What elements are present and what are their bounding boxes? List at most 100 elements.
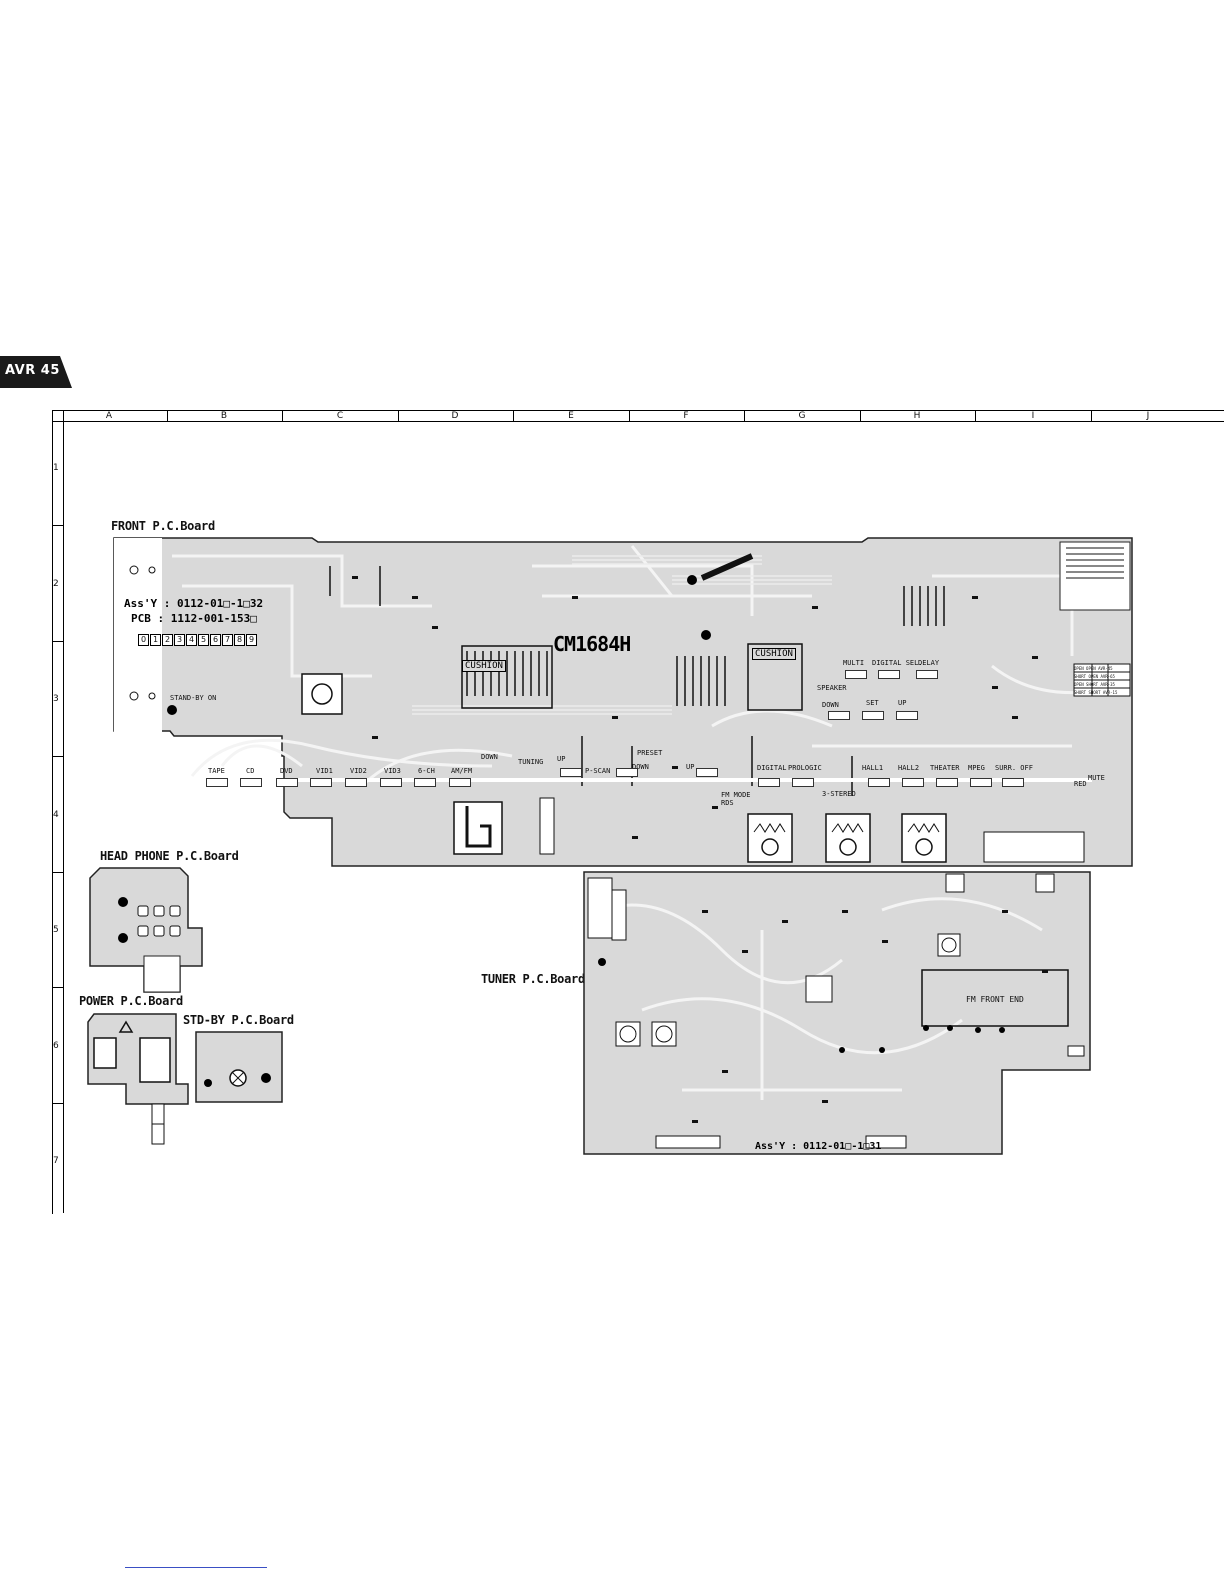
row-label-2: 2 (53, 579, 59, 589)
tuner-board-title: TUNER P.C.Board (481, 972, 585, 986)
headphone-board-outline (89, 867, 203, 993)
down-switch (828, 711, 850, 720)
vid2-switch (345, 778, 367, 787)
surr-off-switch (1002, 778, 1024, 787)
col-label-c: C (336, 411, 344, 421)
delay-switch (916, 670, 938, 679)
col-divider (513, 410, 514, 421)
col-label-i: I (1031, 411, 1035, 421)
standby-on-label: STAND-BY ON (170, 694, 217, 702)
col-divider (975, 410, 976, 421)
btn-label-vid1: VID1 (316, 767, 333, 775)
btn-label-hall1: HALL1 (862, 764, 884, 772)
option-digit: 4 (186, 634, 197, 646)
option-row: OPEN OPEN AVR-45 (1074, 666, 1113, 671)
hall1-switch (868, 778, 890, 787)
btn-label-digital: DIGITAL (757, 764, 787, 772)
row-label-5: 5 (53, 925, 59, 935)
col-label-f: F (683, 411, 689, 421)
btn-label-vid2: VID2 (350, 767, 367, 775)
row-label-4: 4 (53, 810, 59, 820)
btn-label-preset-down: DOWN (632, 763, 649, 771)
6ch-switch (414, 778, 436, 787)
multi-switch (845, 670, 867, 679)
headphone-board-title: HEAD PHONE P.C.Board (100, 849, 239, 863)
prologic-switch (792, 778, 814, 787)
standby-board-title: STD-BY P.C.Board (183, 1013, 294, 1027)
option-table: OPEN OPEN AVR-45 SHORT OPEN AVR-65 OPEN … (1074, 665, 1130, 697)
btn-label-multi: MULTI (843, 659, 865, 667)
option-digit: 0 (138, 634, 149, 646)
btn-label-up: UP (898, 699, 907, 707)
col-label-b: B (220, 411, 228, 421)
btn-label-tape: TAPE (208, 767, 225, 775)
row-index-strip (52, 410, 64, 1213)
fm-front-end-label: FM FRONT END (966, 995, 1024, 1004)
btn-label-tuning-up: UP (557, 755, 566, 763)
btn-label-surr-off: SURR. OFF (995, 764, 1033, 772)
col-label-g: G (798, 411, 806, 421)
front-assy-label: Ass'Y : 0112-01□-1□32 (124, 597, 264, 610)
option-digit: 7 (222, 634, 233, 646)
btn-label-hall2: HALL2 (898, 764, 920, 772)
col-label-d: D (451, 411, 459, 421)
btn-label-set: SET (866, 699, 879, 707)
model-badge: AVR 45 (0, 356, 72, 388)
row-divider (52, 987, 63, 988)
option-digit: 6 (210, 634, 221, 646)
drawing-frame (52, 410, 1224, 1214)
option-digit: 9 (246, 634, 257, 646)
row-divider (52, 525, 63, 526)
btn-label-mpeg: MPEG (968, 764, 985, 772)
col-divider (860, 410, 861, 421)
cushion-left-label: CUSHION (462, 660, 506, 672)
pscan-switch (560, 768, 582, 777)
col-label-a: A (105, 411, 113, 421)
col-divider (167, 410, 168, 421)
col-label-h: H (913, 411, 921, 421)
up-switch (896, 711, 918, 720)
col-divider (282, 410, 283, 421)
model-badge-text: AVR 45 (5, 363, 60, 378)
column-index-strip (52, 410, 1224, 422)
digital-switch (758, 778, 780, 787)
front-board-title: FRONT P.C.Board (111, 519, 215, 533)
col-divider (398, 410, 399, 421)
btn-label-tuning-down: DOWN (481, 753, 498, 761)
red-label: RED (1074, 780, 1087, 788)
option-digit: 1 (150, 634, 161, 646)
dvd-switch (276, 778, 298, 787)
amfm-switch (449, 778, 471, 787)
mute-label: MUTE (1088, 774, 1105, 782)
btn-label-prologic: PROLOGIC (788, 764, 822, 772)
front-pcb-label: PCB : 1112-001-153□ (131, 612, 257, 625)
row-divider (52, 1103, 63, 1104)
row-label-3: 3 (53, 694, 59, 704)
btn-label-speaker: SPEAKER (817, 684, 847, 692)
rds-label: RDS (721, 799, 734, 807)
fm-mode-label: FM MODE (721, 791, 751, 799)
power-board-outline (87, 1013, 189, 1145)
col-divider (1091, 410, 1092, 421)
btn-label-digital-sel: DIGITAL SEL. (872, 659, 923, 667)
front-board-outline (113, 537, 1133, 867)
standby-board-outline (195, 1031, 283, 1103)
cd-switch (240, 778, 262, 787)
row-label-6: 6 (53, 1041, 59, 1051)
badge-shape (0, 356, 72, 388)
option-row: SHORT OPEN AVR-65 (1074, 674, 1115, 679)
option-digit: 8 (234, 634, 245, 646)
digital-sel-switch (878, 670, 900, 679)
tuner-assy-label: Ass'Y : 0112-01□-1□31 (755, 1141, 882, 1152)
vid3-switch (380, 778, 402, 787)
cushion-right-label: CUSHION (752, 648, 796, 660)
btn-label-vid3: VID3 (384, 767, 401, 775)
theater-switch (936, 778, 958, 787)
mpeg-switch (970, 778, 992, 787)
option-digit: 5 (198, 634, 209, 646)
power-board-title: POWER P.C.Board (79, 994, 183, 1008)
row-divider (52, 756, 63, 757)
row-divider (52, 641, 63, 642)
option-row: SHORT SHORT AVR-15 (1074, 690, 1118, 695)
